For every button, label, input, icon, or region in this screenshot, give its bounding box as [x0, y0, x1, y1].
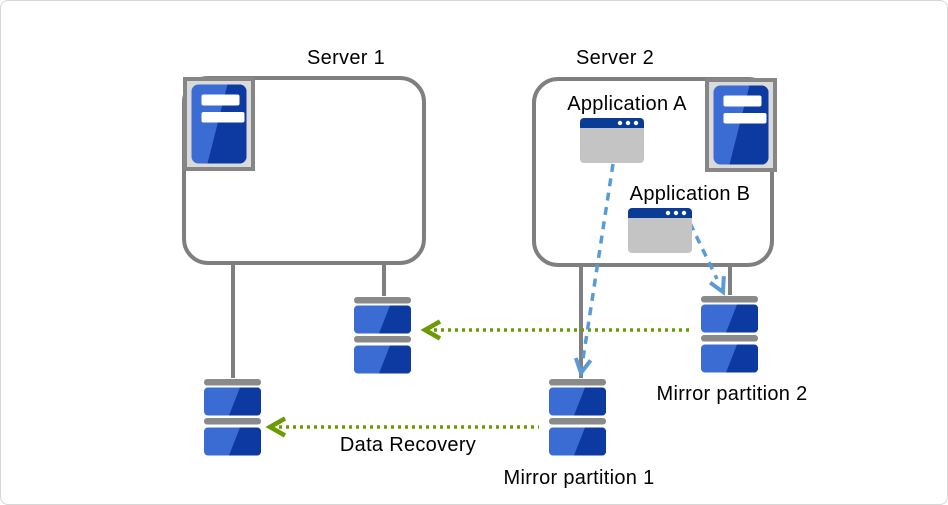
mirror-partition-2-label: Mirror partition 2	[656, 383, 808, 405]
application-a-window-icon	[580, 118, 644, 163]
recovery-arrow-partition1	[265, 416, 539, 438]
disk-icon-server1-right	[354, 297, 411, 374]
disk-icon-mirror-partition-1	[549, 379, 606, 456]
server1-label: Server 1	[307, 47, 385, 69]
application-b-label: Application B	[629, 183, 751, 205]
application-b-window-icon	[628, 208, 692, 253]
server2-tower-icon	[707, 80, 775, 170]
server2-label: Server 2	[576, 47, 654, 69]
disk-icon-mirror-partition-2	[701, 296, 758, 373]
app-a-write-arrow	[573, 163, 615, 378]
mirror-partition-1-label: Mirror partition 1	[503, 467, 655, 489]
recovery-arrow-partition2	[420, 319, 691, 341]
application-a-label: Application A	[567, 93, 687, 115]
disk-icon-server1-left	[204, 379, 261, 456]
server1-tower-icon	[185, 79, 253, 169]
app-b-write-arrow	[688, 222, 726, 296]
data-recovery-label: Data Recovery	[339, 434, 477, 456]
